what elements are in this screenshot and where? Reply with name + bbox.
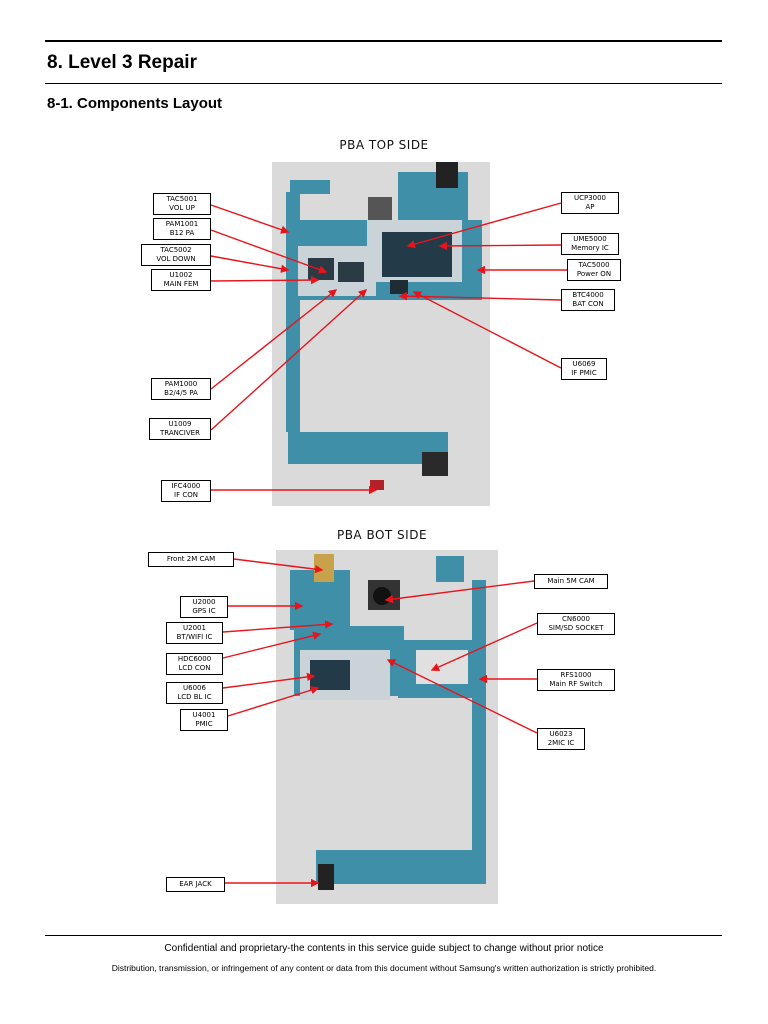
arrow-ume5000	[438, 241, 562, 251]
bot-board-image	[276, 550, 498, 904]
section-subtitle: 8-1. Components Layout	[47, 95, 223, 112]
arrow-u4001	[227, 686, 320, 717]
footer-confidential: Confidential and proprietary-the content…	[164, 943, 604, 954]
arrow-u6069	[412, 291, 562, 369]
arrow-u1009	[210, 289, 368, 431]
arrow-u2001	[222, 620, 334, 633]
top-rule	[45, 40, 722, 42]
arrow-front-cam	[233, 558, 324, 574]
arrow-u6023	[386, 659, 538, 734]
top-board-image	[272, 162, 490, 506]
arrow-tac5001	[210, 204, 290, 234]
arrow-u6006	[222, 672, 316, 689]
bot-side-photo	[276, 550, 498, 904]
arrow-btc4000	[398, 291, 562, 301]
arrow-tac5002	[210, 255, 290, 273]
arrow-ucp3000	[406, 202, 562, 249]
arrow-pam1000	[210, 289, 338, 390]
top-side-title: PBA TOP SIDE	[339, 138, 429, 152]
heading-rule	[45, 83, 722, 84]
bot-side-title: PBA BOT SIDE	[336, 528, 428, 542]
arrow-cn6000	[430, 622, 538, 671]
label-main-cam: Main 5M CAM	[534, 574, 608, 589]
arrow-hdc6000	[222, 631, 322, 659]
arrow-u1002	[210, 275, 320, 285]
arrow-pam1001	[210, 229, 328, 274]
label-front-cam: Front 2M CAM	[148, 552, 234, 567]
arrow-main-cam	[384, 580, 535, 604]
page-title: 8. Level 3 Repair	[47, 52, 197, 73]
footer-distribution: Distribution, transmission, or infringem…	[111, 963, 657, 973]
label-ear-jack: EAR JACK	[166, 877, 225, 892]
top-side-photo	[272, 162, 490, 506]
footer-rule	[45, 935, 722, 936]
